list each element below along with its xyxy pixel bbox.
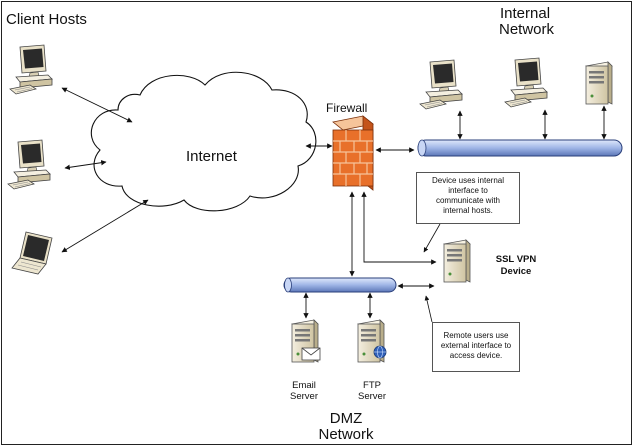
firewall-brick-icon: [332, 115, 374, 191]
internal-note-pointer: [423, 223, 441, 253]
external-interface-note: Remote users use external interface to a…: [432, 322, 520, 372]
email-server-icon: [291, 319, 321, 363]
client1-internet-link: [61, 87, 133, 123]
internal-network-label-line2: Network: [499, 21, 555, 38]
envelope-icon: [301, 347, 321, 361]
internal-note-line-3: communicate with: [435, 196, 501, 205]
client-laptop-icon: [11, 231, 53, 275]
email-server-label: Email Server: [283, 380, 325, 402]
internal-network-label-line1: Internal: [500, 5, 551, 22]
dmz-network-label-line1: DMZ: [329, 410, 363, 427]
dmz-network-label-line2: Network: [318, 426, 374, 443]
internal-note-line-2: interface to: [448, 186, 488, 195]
ssl-vpn-server-icon: [443, 239, 471, 283]
ssl-vpn-label-line2: Device: [500, 266, 532, 277]
internal-interface-note: Device uses internal interface to commun…: [416, 172, 520, 224]
laptop-internet-link: [61, 199, 149, 253]
client-desktop-1-icon: [9, 44, 53, 95]
internal-desktop-2-icon: [504, 57, 548, 108]
client-desktop-2-icon: [7, 139, 51, 190]
external-note-line-2: external interface to: [440, 341, 512, 350]
internal-network-bus: [417, 139, 623, 157]
ftp-server-icon: [357, 319, 387, 363]
ftp-server-label-line1: FTP: [363, 380, 381, 391]
dmz-network-label: DMZ Network: [311, 411, 381, 443]
internal-note-line-4: internal hosts.: [443, 206, 493, 215]
external-note-line-3: access device.: [449, 351, 503, 360]
ftp-server-label-line2: Server: [358, 391, 386, 402]
email-server-label-line2: Server: [290, 391, 318, 402]
email-server-label-line1: Email: [292, 380, 316, 391]
ssl-vpn-label-line1: SSL VPN: [495, 254, 537, 265]
internal-note-line-1: Device uses internal: [431, 176, 505, 185]
internet-cloud-icon: [90, 71, 317, 212]
internal-desktop-1-icon: [419, 59, 463, 110]
internet-label: Internet: [186, 148, 237, 165]
ssl-vpn-label: SSL VPN Device: [484, 254, 548, 278]
internal-server-icon: [585, 61, 613, 105]
client2-internet-link: [64, 160, 107, 170]
ftp-server-label: FTP Server: [350, 380, 394, 402]
internal-network-label: Internal: [500, 5, 550, 22]
dmz-network-bus: [283, 277, 397, 293]
globe-icon: [373, 345, 387, 359]
firewall-vpn-link: [361, 191, 437, 265]
client-hosts-label: Client Hosts: [6, 11, 87, 28]
external-note-line-1: Remote users use: [443, 331, 509, 340]
external-note-pointer: [424, 295, 433, 323]
firewall-label: Firewall: [326, 101, 368, 115]
